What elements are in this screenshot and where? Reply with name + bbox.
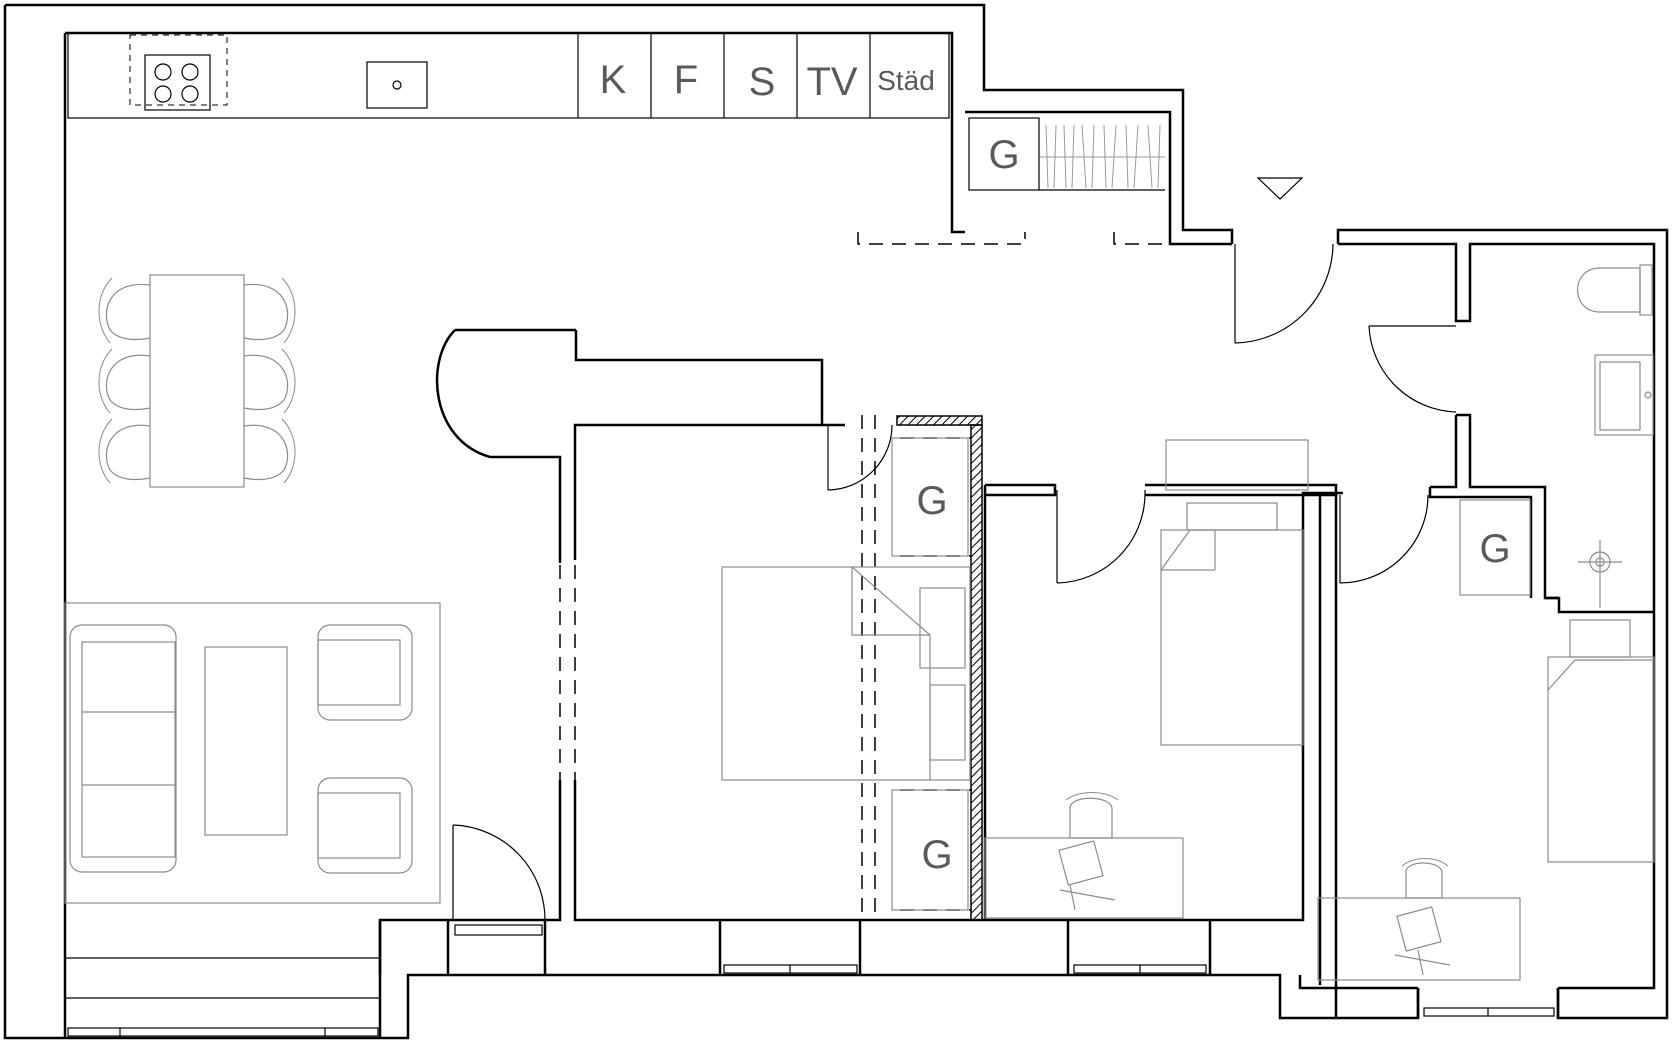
dashed-lines [559,232,1170,918]
doors [452,243,1457,921]
entrance-marker-icon [1256,177,1304,200]
toilet-icon [1577,267,1641,313]
bedroom-two [984,439,1309,919]
hall-closet: G [968,117,1165,191]
appliance-label-f: F [674,58,698,102]
bedroom-closet-top-label: G [916,479,947,523]
desk-lamp-icon [1058,840,1116,911]
sink-icon [1594,354,1654,436]
appliance-label-s: S [749,60,776,104]
living-area [64,602,441,904]
hall-closet-label: G [988,133,1019,177]
desk-lamp-icon [1394,906,1451,976]
appliance-label-stad: Städ [877,65,935,96]
bathroom: G [1459,264,1654,608]
sink-icon [366,61,428,109]
hatched-wall [896,415,983,921]
curved-wall [435,329,491,459]
bedroom-closet-bottom-label: G [921,833,952,877]
inner-walls [378,330,1654,1038]
bedroom-three [1317,619,1655,981]
appliance-label-tv: TV [806,60,857,104]
master-bedroom: G G [721,437,971,911]
appliance-label-k: K [600,58,627,102]
outer-walls [3,3,1669,1040]
stove-icon [129,34,228,111]
floor-drain-icon [1578,540,1622,608]
bathroom-cabinet-label: G [1479,527,1510,571]
kitchen-counter: K F S TV Städ [67,32,950,119]
windows [65,924,1555,1037]
dining-table [98,274,296,488]
